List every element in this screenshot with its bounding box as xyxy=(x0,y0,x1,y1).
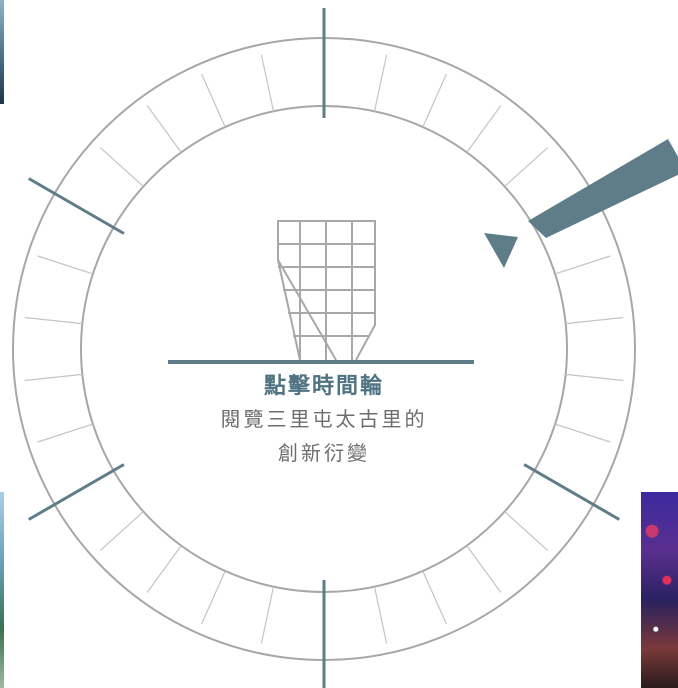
pointer-arrow-icon[interactable] xyxy=(484,233,518,268)
minor-tick xyxy=(565,373,624,382)
minor-tick xyxy=(37,255,94,275)
minor-tick xyxy=(554,255,611,275)
minor-tick xyxy=(466,545,502,593)
major-tick xyxy=(27,463,125,521)
dial-ticks xyxy=(24,8,624,688)
cta-line-2: 創新衍變 xyxy=(278,441,370,465)
minor-tick xyxy=(37,423,94,443)
minor-tick xyxy=(504,147,549,187)
minor-tick xyxy=(260,54,275,112)
minor-tick xyxy=(24,316,83,325)
photo-bottom-left[interactable] xyxy=(0,492,4,688)
major-tick xyxy=(523,463,621,521)
minor-tick xyxy=(422,570,447,625)
minor-tick xyxy=(260,586,275,644)
minor-tick xyxy=(466,105,502,153)
minor-tick xyxy=(373,54,388,112)
photo-top-left[interactable] xyxy=(0,0,4,104)
minor-tick xyxy=(146,105,182,153)
cta-line-1: 閱覽三里屯太古里的 xyxy=(220,407,428,431)
minor-tick xyxy=(146,545,182,593)
minor-tick xyxy=(201,73,226,128)
timeline-cta[interactable]: 點擊時間輪 閱覽三里屯太古里的 創新衍變 xyxy=(174,372,474,470)
dial-outer-ring xyxy=(12,37,636,661)
cta-title[interactable]: 點擊時間輪 xyxy=(263,374,384,399)
minor-tick xyxy=(373,586,388,644)
minor-tick xyxy=(554,423,611,443)
minor-tick xyxy=(24,373,83,382)
minor-tick xyxy=(565,316,624,325)
minor-tick xyxy=(99,147,144,187)
minor-tick xyxy=(99,511,144,551)
minor-tick xyxy=(504,511,549,551)
minor-tick xyxy=(201,570,226,625)
photo-bottom-right[interactable] xyxy=(641,492,678,688)
building-icon xyxy=(277,220,376,361)
pointer-bar[interactable] xyxy=(528,139,678,238)
minor-tick xyxy=(422,73,447,128)
major-tick xyxy=(27,177,125,235)
